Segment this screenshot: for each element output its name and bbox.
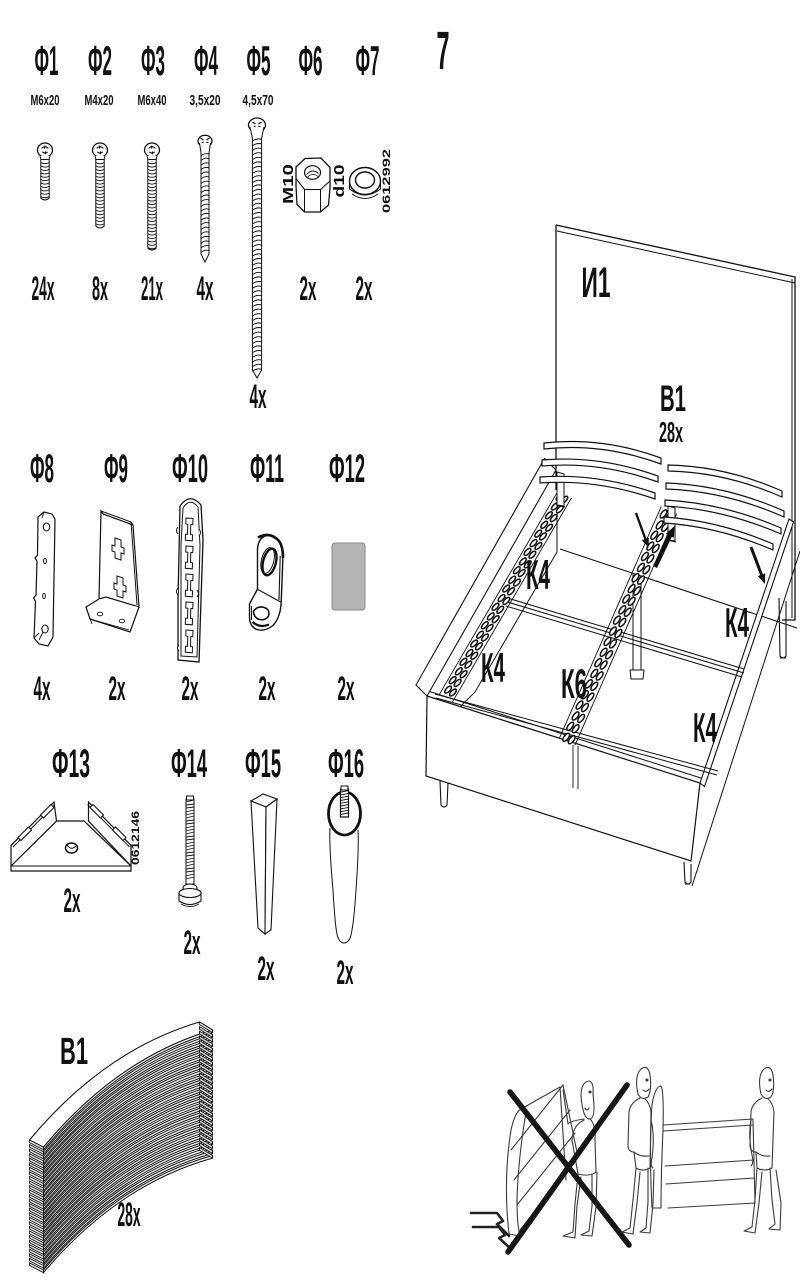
svg-text:24x: 24x (32, 270, 55, 308)
svg-text:Ф6: Ф6 (299, 37, 323, 84)
svg-text:К4: К4 (725, 599, 749, 646)
svg-text:M6x20: M6x20 (31, 93, 60, 109)
svg-text:2x: 2x (258, 950, 275, 988)
svg-text:21x: 21x (141, 270, 163, 308)
svg-text:2x: 2x (337, 954, 354, 992)
svg-text:Ф14: Ф14 (171, 742, 207, 786)
svg-text:К4: К4 (693, 704, 717, 751)
svg-text:И1: И1 (582, 259, 611, 307)
svg-text:Ф7: Ф7 (356, 37, 380, 84)
svg-text:Ф4: Ф4 (194, 37, 218, 84)
svg-text:Ф1: Ф1 (35, 37, 59, 84)
svg-text:2x: 2x (356, 270, 373, 308)
svg-text:Ф8: Ф8 (30, 447, 54, 491)
svg-text:К4: К4 (481, 644, 505, 691)
svg-text:28x: 28x (659, 417, 683, 449)
svg-text:К4: К4 (526, 551, 550, 598)
svg-text:2x: 2x (184, 924, 201, 962)
svg-text:2x: 2x (64, 882, 81, 920)
svg-text:2x: 2x (300, 270, 317, 308)
svg-text:28x: 28x (118, 1196, 141, 1234)
svg-text:M6x40: M6x40 (138, 93, 167, 109)
svg-text:4x: 4x (34, 670, 51, 708)
svg-text:4x: 4x (197, 270, 214, 308)
svg-text:B1: B1 (60, 1031, 88, 1073)
svg-text:4,5x70: 4,5x70 (243, 93, 274, 109)
svg-text:7: 7 (437, 21, 450, 81)
svg-text:Ф2: Ф2 (88, 37, 112, 84)
svg-text:2x: 2x (259, 670, 276, 708)
svg-text:0612992: 0612992 (381, 149, 393, 213)
svg-text:3,5x20: 3,5x20 (190, 93, 221, 109)
svg-text:Ф12: Ф12 (329, 447, 365, 491)
svg-text:2x: 2x (182, 670, 199, 708)
svg-text:B1: B1 (660, 378, 686, 419)
svg-text:M4x20: M4x20 (85, 93, 114, 109)
svg-text:Ф5: Ф5 (247, 37, 271, 84)
svg-text:8x: 8x (92, 270, 108, 308)
svg-text:Ф16: Ф16 (328, 742, 364, 786)
svg-text:Ф9: Ф9 (104, 447, 128, 491)
svg-text:Ф3: Ф3 (141, 37, 165, 84)
svg-text:M10: M10 (280, 164, 297, 204)
svg-text:Ф10: Ф10 (172, 447, 208, 491)
svg-text:d10: d10 (331, 165, 348, 198)
svg-text:2x: 2x (109, 670, 126, 708)
svg-text:Ф13: Ф13 (52, 742, 90, 786)
svg-text:0612146: 0612146 (130, 811, 142, 865)
svg-text:Ф11: Ф11 (250, 447, 284, 491)
svg-text:4x: 4x (250, 378, 267, 416)
svg-text:Ф15: Ф15 (245, 742, 281, 786)
svg-text:2x: 2x (338, 670, 355, 708)
svg-text:К6: К6 (561, 660, 587, 707)
